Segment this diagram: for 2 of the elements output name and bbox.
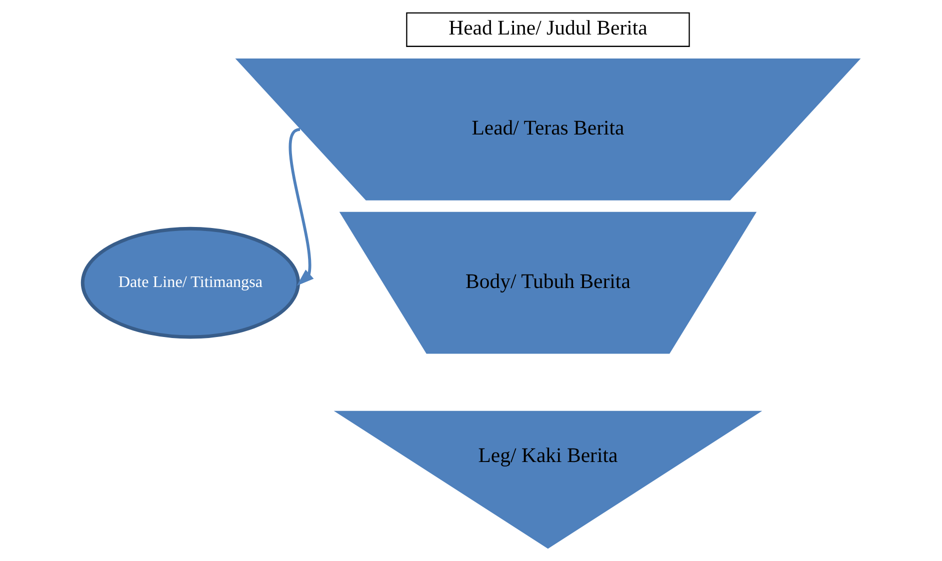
node-ellipse: Date Line/ Titimangsa xyxy=(80,226,300,339)
node-box: Head Line/ Judul Berita xyxy=(406,12,690,47)
